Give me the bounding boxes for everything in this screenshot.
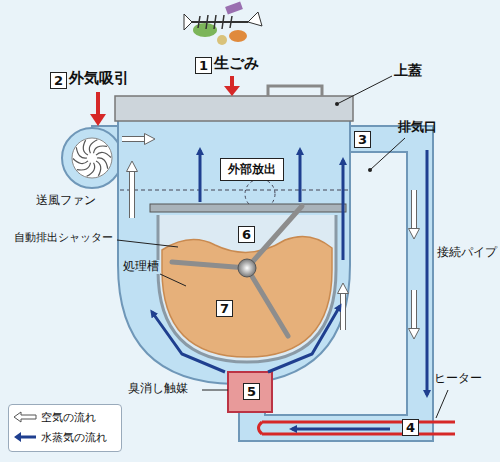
callout-number: 6 <box>238 226 255 243</box>
leader-lines <box>117 76 448 418</box>
input-label: 外気吸引 <box>69 70 129 87</box>
part-label: ヒーター <box>434 372 482 386</box>
callout-number: 2 <box>50 72 67 89</box>
discharge-box: 外部放出 <box>220 158 284 181</box>
legend-text: 空気の流れ <box>41 410 96 425</box>
legend-sample <box>13 431 37 443</box>
part-label: 処理槽 <box>122 260 160 274</box>
part-label: 接続パイプ <box>437 246 497 259</box>
fan-blades <box>73 140 111 176</box>
part-label: 自動排出シャッター <box>14 232 113 245</box>
part-label: 送風ファン <box>36 194 96 208</box>
part-label: 排気口 <box>398 120 437 135</box>
flow-arrows <box>122 139 427 429</box>
callout-number: 5 <box>243 383 260 400</box>
garbage-illustration <box>184 2 262 45</box>
legend-text: 水蒸気の流れ <box>41 430 107 445</box>
callout-number: 3 <box>354 131 371 148</box>
legend-row: 水蒸気の流れ <box>13 427 121 447</box>
legend-sample <box>13 411 37 423</box>
part-label: 臭消し触媒 <box>128 382 188 396</box>
legend: 空気の流れ水蒸気の流れ <box>8 404 122 452</box>
callout-number: 7 <box>216 300 233 317</box>
legend-row: 空気の流れ <box>13 407 121 427</box>
callout-number: 4 <box>402 419 419 436</box>
node-text: 外部放出 <box>221 161 283 178</box>
input-label: 生ごみ <box>214 55 259 72</box>
part-label: 上蓋 <box>394 62 422 78</box>
callout-number: 1 <box>195 57 212 74</box>
